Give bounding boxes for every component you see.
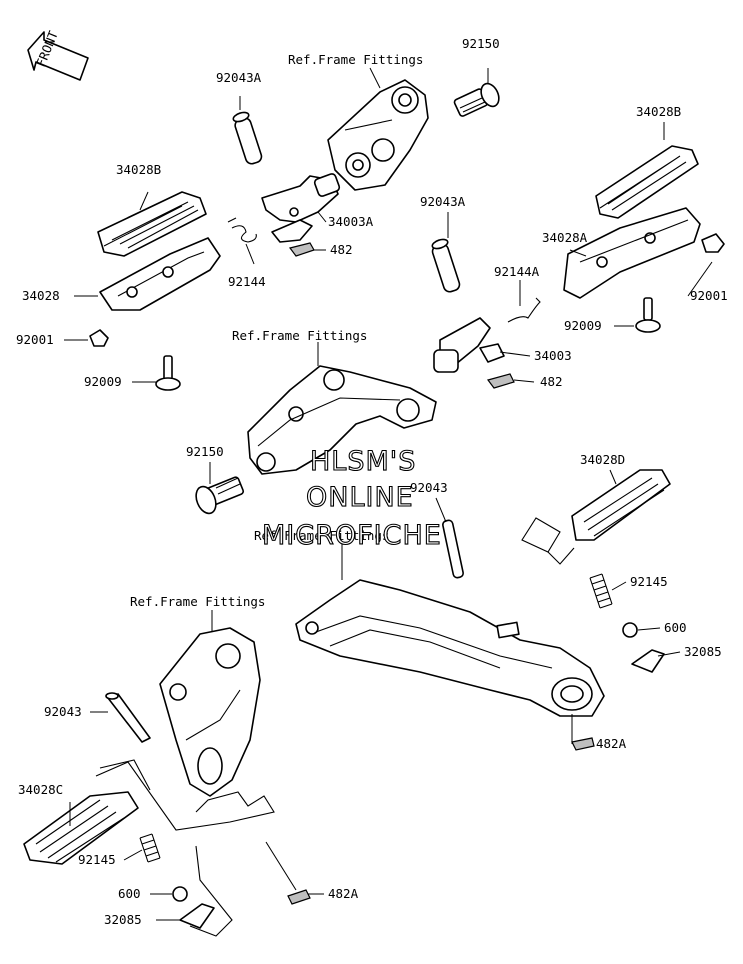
label-92150-top: 92150 xyxy=(462,36,500,51)
spring-92144 xyxy=(227,217,257,243)
frame-fitting-top xyxy=(327,79,429,191)
rubber-34028B-left xyxy=(97,191,207,257)
label-frame-fittings-left: Ref.Frame Fittings xyxy=(130,594,265,609)
label-frame-fittings-top: Ref.Frame Fittings xyxy=(288,52,423,67)
pin-92043-center xyxy=(442,519,464,579)
bolt-92001-left xyxy=(89,329,109,347)
pin-92043A-top xyxy=(232,111,263,165)
bolt-92150-top xyxy=(453,82,500,117)
label-frame-fittings-mid: Ref.Frame Fittings xyxy=(232,328,367,343)
watermark-line-3: MICROFICHE xyxy=(262,520,442,551)
bracket-32085-right xyxy=(631,649,665,673)
washer-482A-left xyxy=(287,889,311,905)
bracket-outline-left xyxy=(95,761,275,937)
ball-600-left xyxy=(172,886,188,902)
spring-92144A xyxy=(507,297,541,323)
footrest-34028D xyxy=(521,469,671,565)
watermark-line-1: HLSM'S xyxy=(310,446,416,477)
label-32085-left: 32085 xyxy=(104,912,142,927)
frame-fitting-middle xyxy=(247,365,437,475)
main-bracket-right xyxy=(295,579,605,717)
front-arrow-icon: FRONT xyxy=(27,28,89,81)
label-92145-left: 92145 xyxy=(78,852,116,867)
footrest-34028A xyxy=(563,207,701,299)
label-92150-mid: 92150 xyxy=(186,444,224,459)
bolt-92009-right xyxy=(635,297,661,333)
holder-34003A xyxy=(261,173,341,243)
bracket-32085-left xyxy=(179,903,215,929)
label-92043-center: 92043 xyxy=(410,480,448,495)
bolt-92009-left xyxy=(155,355,181,391)
label-34028C: 34028C xyxy=(18,782,63,797)
leader-lines xyxy=(64,67,713,921)
bolt-92150-mid xyxy=(195,476,245,515)
label-92043A-mid: 92043A xyxy=(420,194,466,209)
footrest-34028C xyxy=(23,759,151,865)
label-34028D: 34028D xyxy=(580,452,625,467)
washer-482A-right xyxy=(571,737,595,751)
label-92043A-top: 92043A xyxy=(216,70,262,85)
label-482-top: 482 xyxy=(330,242,353,257)
label-34028B-left: 34028B xyxy=(116,162,161,177)
label-600-left: 600 xyxy=(118,886,141,901)
spring-92145-right xyxy=(589,573,613,609)
rubber-34028B-right xyxy=(595,145,699,219)
bolt-92001-right xyxy=(701,233,725,253)
pin-92043-left xyxy=(105,692,151,743)
watermark-line-2: ONLINE xyxy=(306,482,414,513)
label-34003A: 34003A xyxy=(328,214,374,229)
label-600-right: 600 xyxy=(664,620,687,635)
label-482-mid: 482 xyxy=(540,374,563,389)
label-92009-left: 92009 xyxy=(84,374,122,389)
ball-600-right xyxy=(622,622,638,638)
holder-34003 xyxy=(433,317,505,373)
watermark: HLSM'S ONLINE MICROFICHE xyxy=(261,445,442,551)
label-92043-left: 92043 xyxy=(44,704,82,719)
label-32085-right: 32085 xyxy=(684,644,722,659)
main-bracket-left xyxy=(159,627,261,797)
label-34028B-right: 34028B xyxy=(636,104,681,119)
label-34028A: 34028A xyxy=(542,230,588,245)
footrest-34028-left xyxy=(99,237,221,311)
washer-482-mid xyxy=(486,373,515,389)
label-92144A: 92144A xyxy=(494,264,540,279)
label-92001-right: 92001 xyxy=(690,288,728,303)
label-92145-right: 92145 xyxy=(630,574,668,589)
label-482A-left: 482A xyxy=(328,886,359,901)
spring-92145-left xyxy=(139,833,161,863)
label-92009-right: 92009 xyxy=(564,318,602,333)
label-92001-left: 92001 xyxy=(16,332,54,347)
label-92144: 92144 xyxy=(228,274,266,289)
washer-482-top xyxy=(288,242,315,257)
label-482A-right: 482A xyxy=(596,736,627,751)
pin-92043A-mid xyxy=(431,238,461,293)
label-frame-fittings-center: Ref.Frame Fittings xyxy=(254,528,389,543)
label-34003: 34003 xyxy=(534,348,572,363)
label-34028-left: 34028 xyxy=(22,288,60,303)
